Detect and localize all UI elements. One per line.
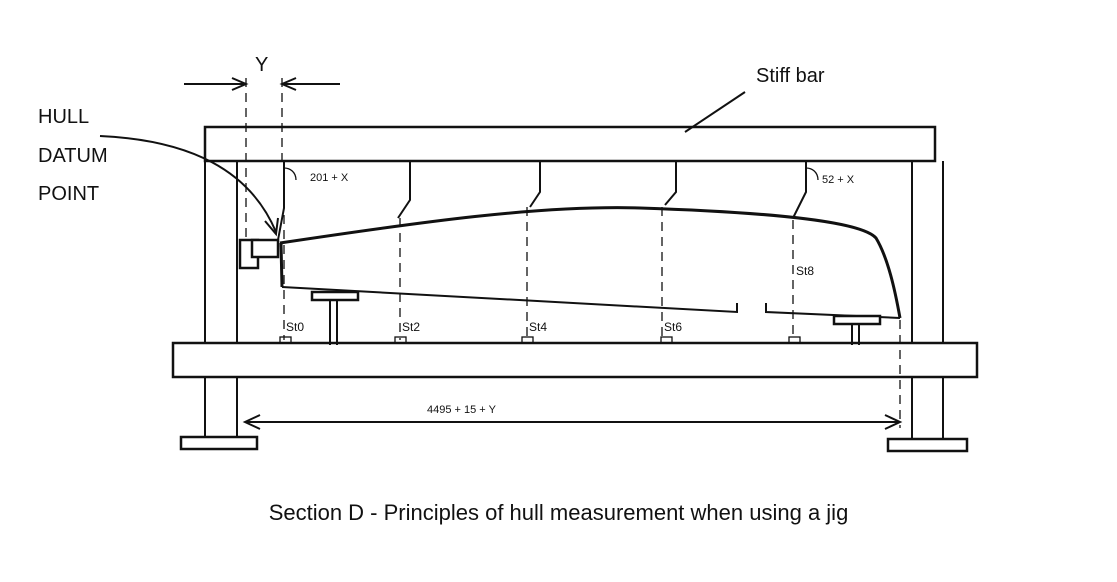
hull-keel-line <box>281 286 738 314</box>
base-bar <box>171 341 979 379</box>
hull-datum-arrow <box>99 135 277 233</box>
hull-datum-arrow-head <box>264 217 279 237</box>
length-dimension-label: 4495 + 15 + Y <box>427 404 497 416</box>
hull-deck-line <box>279 206 902 319</box>
offset-st8-label: 52 + X <box>822 174 855 186</box>
hull-transom <box>279 242 284 288</box>
station-pad-4 <box>521 336 534 344</box>
arm-st8 <box>792 161 807 219</box>
stiff-bar <box>203 125 937 163</box>
length-arrow-right <box>884 414 903 430</box>
hull-datum-label-line1: HULL <box>38 106 89 128</box>
station-pad-0 <box>279 336 292 344</box>
right-foot <box>886 437 969 453</box>
arm-st0 <box>277 161 285 241</box>
station-pad-6 <box>660 336 673 344</box>
station-label-st2: St2 <box>402 320 420 334</box>
y-dimension-label: Y <box>255 54 268 76</box>
arm-st4 <box>529 161 541 208</box>
station-label-st4: St4 <box>529 320 547 334</box>
left-post <box>204 161 238 437</box>
support-left <box>310 290 360 345</box>
stiff-bar-leader <box>684 91 746 133</box>
arm-st6 <box>664 161 677 206</box>
offset-st0-label: 201 + X <box>310 172 349 184</box>
right-post <box>911 161 944 439</box>
station-label-st6: St6 <box>664 320 682 334</box>
figure-caption: Section D - Principles of hull measureme… <box>268 500 849 525</box>
station-pad-8 <box>788 336 801 344</box>
support-right <box>832 314 882 345</box>
arm-st2 <box>397 161 411 219</box>
left-foot <box>179 435 259 451</box>
hull-datum-label-line2: DATUM <box>38 145 108 167</box>
station-pad-2 <box>394 336 407 344</box>
length-arrow-left <box>242 414 261 430</box>
y-arrow-right-head <box>279 77 297 91</box>
datum-block-inner <box>250 238 280 259</box>
y-arrow-left-head <box>231 77 249 91</box>
offset-curl-st8 <box>805 167 819 181</box>
offset-curl-st0 <box>283 167 297 181</box>
stiff-bar-label: Stiff bar <box>756 65 825 87</box>
hull-datum-label-line3: POINT <box>38 183 99 205</box>
station-label-st0: St0 <box>286 320 304 334</box>
station-label-st8: St8 <box>796 264 814 278</box>
